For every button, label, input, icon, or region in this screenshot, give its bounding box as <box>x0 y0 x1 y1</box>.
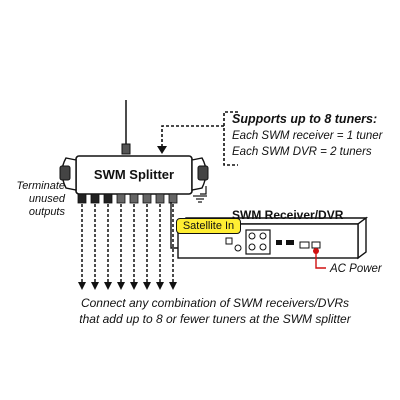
splitter-right-clamp <box>197 165 209 181</box>
output-arrowhead-1 <box>78 282 86 290</box>
av-jack-3 <box>248 243 256 251</box>
ac-power-label: AC Power <box>330 263 382 275</box>
callout-line-2: Each SWM DVR = 2 tuners <box>232 146 372 158</box>
splitter-label: SWM Splitter <box>93 167 175 182</box>
bottom-note-line-1: Connect any combination of SWM receivers… <box>80 296 350 310</box>
callout-arrowhead <box>157 146 167 154</box>
output-port-4 <box>116 193 126 204</box>
splitter-output-ports <box>77 193 178 204</box>
ac-power-cord <box>315 250 326 269</box>
av-jack-4 <box>259 243 267 251</box>
output-port-3 <box>103 193 113 204</box>
output-port-7 <box>155 193 165 204</box>
output-port-2 <box>90 193 100 204</box>
output-arrowhead-3 <box>104 282 112 290</box>
output-port-5 <box>129 193 139 204</box>
port-1 <box>276 240 282 245</box>
terminate-line-3: outputs <box>28 206 65 218</box>
input-connector <box>121 143 131 155</box>
av-jack-2 <box>259 232 267 240</box>
output-port-8 <box>168 193 178 204</box>
bottom-note-line-2: that add up to 8 or fewer tuners at the … <box>79 312 351 326</box>
receiver-label: SWM Receiver/DVR <box>232 208 344 222</box>
callout-line-1: Each SWM receiver = 1 tuner <box>232 130 383 142</box>
output-port-6 <box>142 193 152 204</box>
terminate-line-2: unused <box>28 193 65 205</box>
terminate-line-1: Terminate <box>16 180 65 192</box>
output-arrowhead-4 <box>117 282 125 290</box>
output-port-1 <box>77 193 87 204</box>
output-arrowhead-2 <box>91 282 99 290</box>
callout-bracket <box>223 111 238 166</box>
callout-pointer <box>161 125 224 150</box>
output-arrowhead-6 <box>143 282 151 290</box>
jack-2 <box>234 244 242 252</box>
output-arrowhead-5 <box>130 282 138 290</box>
ground-wire <box>200 186 207 195</box>
splitter-output-lines <box>78 204 177 290</box>
port-2 <box>286 240 294 245</box>
av-jack-1 <box>248 232 256 240</box>
receiver-side-face <box>357 216 367 260</box>
port-3 <box>299 241 310 249</box>
output-arrowhead-7 <box>156 282 164 290</box>
ac-power-dot <box>313 248 319 254</box>
splitter-left-clamp <box>59 165 71 181</box>
jack-1 <box>225 237 233 245</box>
output-arrowhead-8 <box>169 282 177 290</box>
callout-title: Supports up to 8 tuners: <box>232 112 378 126</box>
satellite-in-badge: Satellite In <box>176 218 241 234</box>
port-4 <box>311 241 321 249</box>
